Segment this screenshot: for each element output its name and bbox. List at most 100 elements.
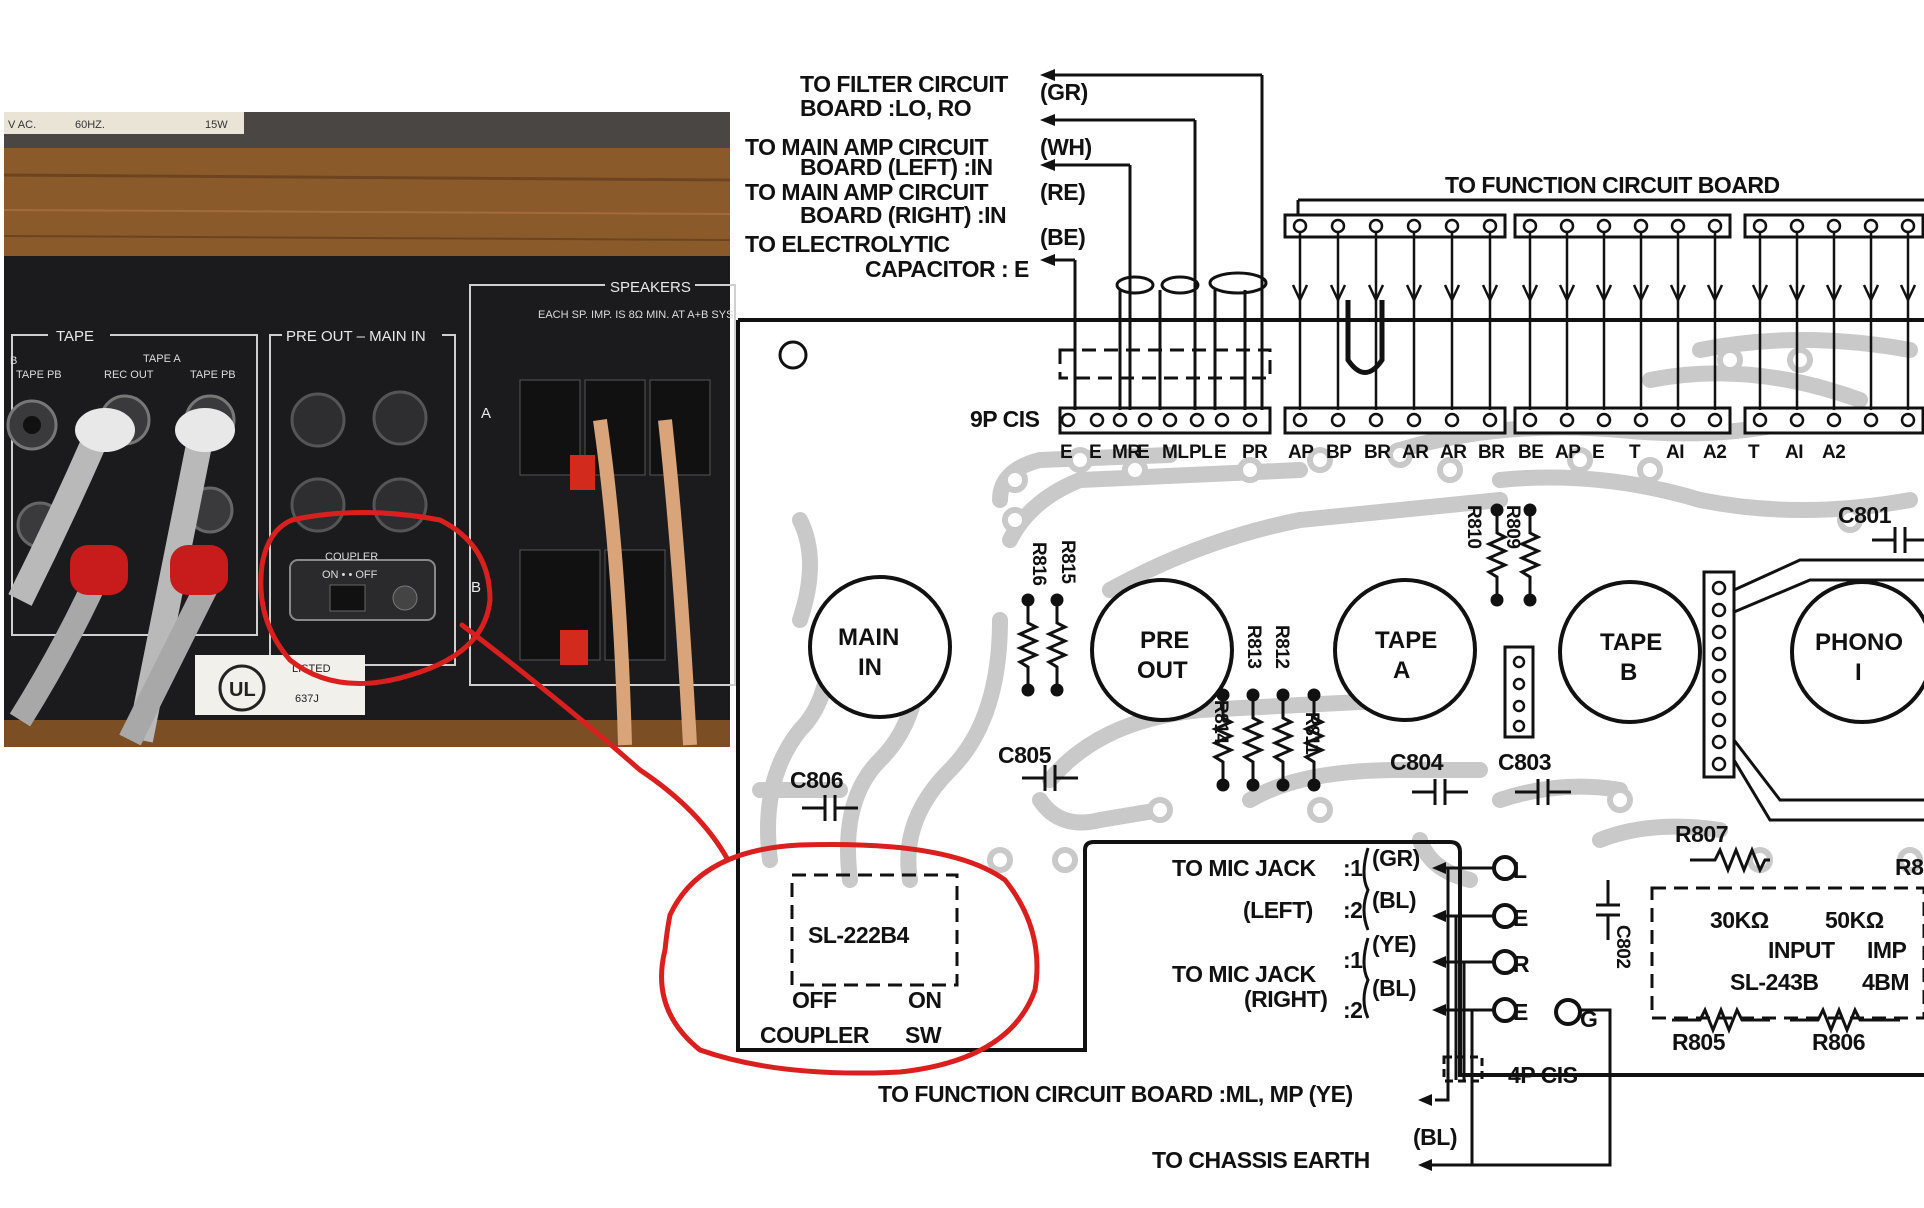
speakers-impedance-note: EACH SP. IMP. IS 8Ω MIN. AT A+B SYS (538, 309, 733, 321)
wire-color-gr: (GR) (1040, 79, 1088, 105)
resistor-zigzag (1518, 510, 1542, 600)
terminal-r: R (1513, 951, 1530, 977)
speaker-row-b: B (471, 579, 481, 596)
function-pin-top (1707, 218, 1723, 234)
input-wires (1045, 73, 1268, 410)
function-pin-top (1406, 218, 1422, 234)
resistor-node (1276, 688, 1290, 702)
c805-label: C805 (998, 742, 1052, 768)
function-wire-arrow (1521, 284, 1539, 303)
resistors (1016, 503, 1542, 792)
resistor-node (1490, 503, 1504, 517)
phono-header-pin (1711, 690, 1727, 706)
connector-9p-pin-label: E (1137, 442, 1149, 463)
function-pin-bottom (1633, 412, 1649, 428)
input-impedance-switch: 30KΩ 50KΩ INPUT IMP SL-243B 4BM R805 R80… (1650, 886, 1924, 1055)
function-wire-arrow (1632, 284, 1650, 303)
function-wire-arrow (1788, 284, 1806, 303)
connector-9p-pin (1060, 412, 1076, 428)
resistor-zigzag (1241, 695, 1265, 785)
wire-color-wh: (WH) (1040, 134, 1092, 160)
mic-right-label-1: TO MIC JACK (1172, 961, 1316, 987)
resistor-zigzag (1045, 600, 1069, 690)
function-pin-label: A2 (1703, 442, 1726, 463)
cis-4p-label: 4P CIS (1508, 1062, 1578, 1088)
connector-9p-pin-label: E (1060, 442, 1072, 463)
phono-header-pin (1711, 646, 1727, 662)
wire-color-bl-mic-2: (BL) (1372, 975, 1416, 1001)
resistor-node (1050, 683, 1064, 697)
switch-off-label: OFF (792, 987, 837, 1013)
connector-9p-pin (1162, 412, 1178, 428)
rating-sticker (4, 112, 244, 134)
c801-label: C801 (1838, 502, 1892, 528)
rca-cables (8, 408, 235, 746)
connector-9p-pin (1242, 412, 1258, 428)
connector-9p-pin-label: ML (1162, 442, 1189, 463)
tape-b-label: B (10, 355, 17, 367)
connector-9p-pin (1214, 412, 1230, 428)
function-connector-top (1283, 213, 1507, 239)
r8-partial-label: R8 (1895, 854, 1924, 880)
wire-color-bl-mic-1: (BL) (1372, 887, 1416, 913)
function-pin-top (1900, 218, 1916, 234)
r807 (1690, 845, 1770, 875)
mic-right-pin-2: :2 (1343, 997, 1362, 1023)
resistor-node (1307, 688, 1321, 702)
function-pin-top (1789, 218, 1805, 234)
jack-main-in: MAIN IN (808, 575, 952, 719)
c802-label: C802 (1612, 925, 1633, 968)
function-pin-label: AP (1288, 442, 1314, 463)
function-pin-top (1670, 218, 1686, 234)
mic-wires (1428, 866, 1612, 1167)
speakers-title: SPEAKERS (610, 279, 691, 296)
function-pin-label: BP (1326, 442, 1352, 463)
function-pin-bottom (1596, 412, 1612, 428)
r813-label: R813 (1243, 625, 1264, 668)
tape-section-title: TAPE (56, 328, 94, 345)
resistor-node (1523, 593, 1537, 607)
resistor-zigzag (1302, 695, 1326, 785)
to-chassis-earth: TO CHASSIS EARTH (1152, 1147, 1370, 1173)
jack-main-in-label-1: MAIN (838, 624, 899, 651)
c803-label: C803 (1498, 749, 1551, 775)
connector-dashed-outline (1058, 348, 1272, 380)
red-annotation (258, 510, 1040, 1076)
resistor-node (1276, 778, 1290, 792)
rear-panel-photo: V AC. 60HZ. 15W TAPE B TAPE A TAPE PB RE… (3, 112, 736, 747)
function-pin-top (1522, 218, 1538, 234)
resistor-zigzag (1211, 695, 1235, 785)
jack-tape-b-label-1: TAPE (1600, 629, 1662, 656)
function-pin-label: AR (1402, 442, 1429, 463)
function-wire-arrow (1706, 284, 1724, 303)
function-pin-label: BR (1364, 442, 1391, 463)
switch-model-label: SL-222B4 (808, 922, 910, 948)
c804-label: C804 (1390, 749, 1444, 775)
function-pin-top (1292, 218, 1308, 234)
function-pin-bottom (1368, 412, 1384, 428)
r816-label: R816 (1028, 542, 1049, 585)
function-pin-label: T (1748, 442, 1760, 463)
function-pin-label: AP (1555, 442, 1581, 463)
r809-label: R809 (1502, 505, 1523, 548)
resistor-zigzag (1271, 695, 1295, 785)
resistor-node (1246, 778, 1260, 792)
switch-coupler-label: COUPLER (760, 1022, 870, 1048)
mic-left-label-2: (LEFT) (1243, 897, 1313, 923)
mic-left-pin-2: :2 (1343, 897, 1362, 923)
mic-left-pin-1: :1 (1343, 855, 1363, 881)
function-wire-arrow (1825, 284, 1843, 303)
wire-color-re: (RE) (1040, 179, 1085, 205)
jack-phono-label-1: PHONO (1815, 629, 1903, 656)
rating-label-watts: 15W (205, 119, 228, 131)
phono-header-pin (1711, 712, 1727, 728)
jack-tape-a-label-1: TAPE (1375, 627, 1437, 654)
tape-a-label: TAPE A (143, 353, 181, 365)
phono-header-pin (1711, 668, 1727, 684)
function-pin-bottom (1670, 412, 1686, 428)
function-pin-label: BE (1518, 442, 1543, 463)
function-pin-top (1596, 218, 1612, 234)
rec-out-label: REC OUT (104, 369, 154, 381)
